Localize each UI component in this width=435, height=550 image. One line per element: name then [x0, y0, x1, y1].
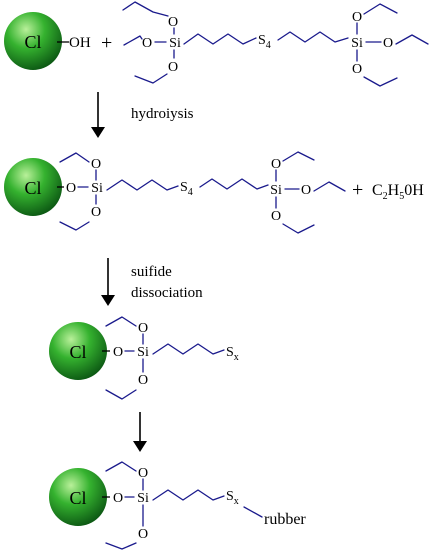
row-4-product: Cl O Si O O Sx rubber [49, 461, 306, 550]
o-bottom-right: O [352, 62, 362, 77]
o-top-right: O [352, 10, 362, 25]
propyl-left-2 [106, 179, 179, 191]
arrow-3-head [133, 441, 147, 452]
ethoxy-top-3 [105, 316, 137, 327]
particle-label-3: Cl [69, 342, 86, 362]
step-1-label: hydroiysis [131, 106, 194, 122]
propyl-3 [152, 343, 225, 355]
si-right: Si [351, 36, 363, 51]
ethoxy-left [123, 35, 143, 46]
row-2-intermediate: Cl O Si O O S4 Si O O O + C2H50H [4, 151, 424, 234]
propyl-4 [152, 489, 225, 501]
row-1-reactants: Cl OH + O O Si O S4 Si O O O [4, 1, 429, 87]
o-bottom-2: O [91, 205, 101, 220]
si-right-2: Si [270, 183, 282, 198]
arrow-1-head [91, 127, 105, 138]
ethoxy-right-2 [313, 181, 346, 192]
plus-sign-1: + [101, 32, 112, 54]
sulfur-rubber-bond [243, 506, 263, 518]
o-top-4: O [138, 466, 148, 481]
ethanol-formula: C2H50H [372, 182, 424, 202]
step-sulfide-dissociation: suifide dissociation [101, 258, 203, 306]
si-3: Si [137, 345, 149, 360]
particle-label-4: Cl [69, 488, 86, 508]
ethoxy-right [395, 34, 429, 45]
ethoxy-bottom-2 [59, 221, 90, 231]
ethoxy-top-left [122, 1, 169, 17]
ethoxy-top-4 [105, 461, 137, 472]
o-anchor-2: O [66, 181, 76, 196]
o-anchor-4: O [113, 491, 123, 506]
ethoxy-bottom-right [363, 76, 398, 87]
ethoxy-top-right-2 [282, 151, 315, 162]
ethoxy-bottom-4 [105, 542, 137, 550]
row-3-fragment: Cl O Si O O Sx [49, 316, 239, 400]
sulfur-bridge: S4 [258, 33, 271, 51]
o-left: O [142, 36, 152, 51]
ethoxy-bottom-3 [105, 389, 137, 400]
o-bottom-right-2: O [271, 209, 281, 224]
sulfur-terminal-3: Sx [226, 345, 239, 363]
o-top-3: O [138, 321, 148, 336]
si-4: Si [137, 491, 149, 506]
ethoxy-top-2 [59, 152, 90, 163]
o-right-2: O [301, 183, 311, 198]
o-bottom-3: O [138, 373, 148, 388]
o-right: O [383, 36, 393, 51]
propyl-left [183, 33, 257, 45]
silica-particle-1 [4, 12, 62, 70]
o-top-right-2: O [271, 157, 281, 172]
step-2-label-line-1: suifide [131, 264, 172, 280]
rubber-label: rubber [264, 511, 306, 528]
sulfur-bridge-2: S4 [180, 180, 193, 198]
ethoxy-bottom-right-2 [282, 223, 315, 234]
propyl-right [277, 31, 349, 43]
silica-particle-2 [4, 158, 62, 216]
o-anchor-3: O [113, 345, 123, 360]
step-2-label-line-2: dissociation [131, 285, 203, 301]
plus-sign-2: + [352, 179, 363, 201]
silane-molecule: O O Si O S4 Si O O O [122, 1, 429, 87]
ethoxy-bottom-left [134, 73, 168, 84]
particle-label-1: Cl [24, 32, 41, 52]
step-vulcanization [133, 412, 147, 452]
hydroxyl-label: OH [69, 35, 91, 51]
particle-label-2: Cl [24, 178, 41, 198]
ethoxy-top-right [363, 3, 398, 15]
o-top-left: O [168, 15, 178, 30]
arrow-2-head [101, 295, 115, 306]
si-left: Si [169, 36, 181, 51]
o-bottom-4: O [138, 527, 148, 542]
step-hydrolysis: hydroiysis [91, 92, 194, 138]
propyl-right-2 [199, 178, 269, 190]
silica-particle-3 [49, 322, 107, 380]
si-2: Si [91, 181, 103, 196]
silica-particle-4 [49, 468, 107, 526]
o-bottom-left: O [168, 60, 178, 75]
sulfur-terminal-4: Sx [226, 489, 239, 507]
o-top-2: O [91, 157, 101, 172]
